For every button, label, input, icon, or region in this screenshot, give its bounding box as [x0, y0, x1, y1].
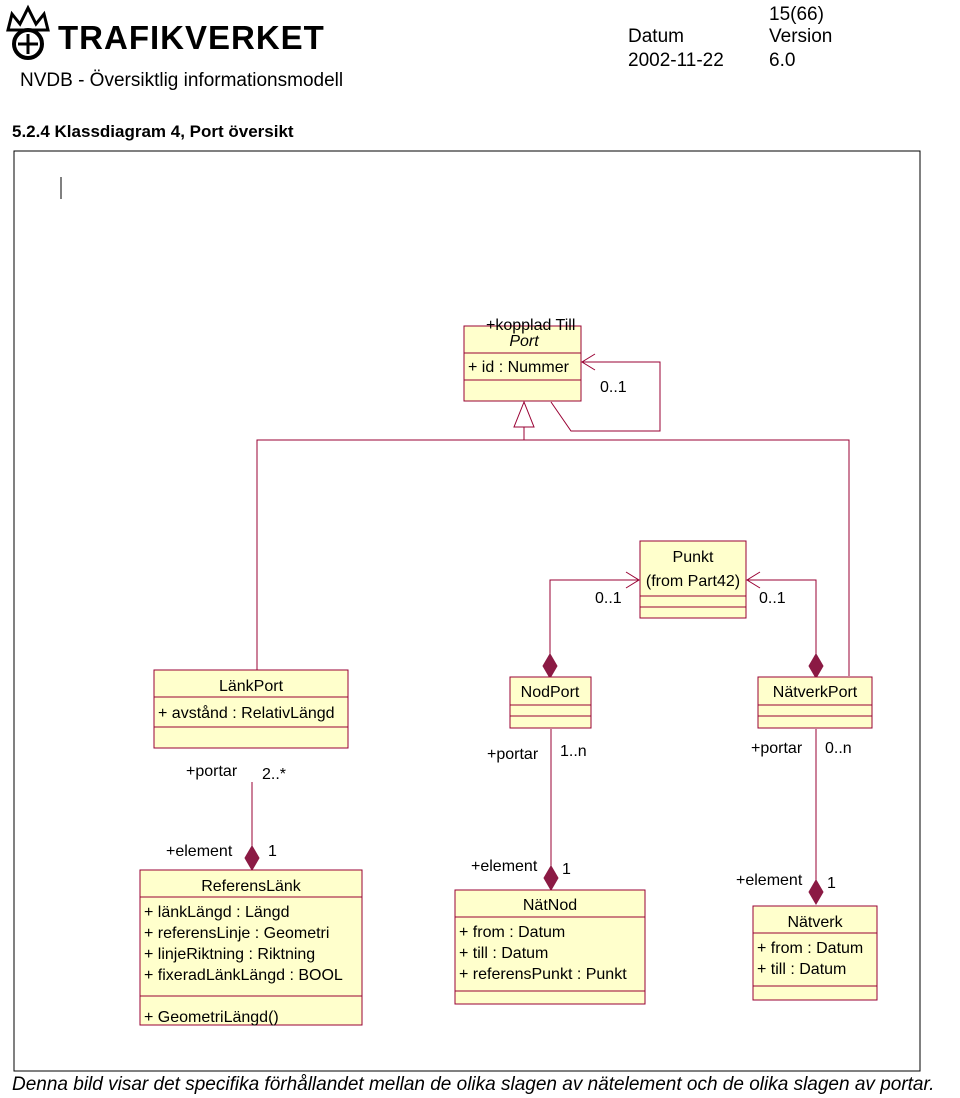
- natverk-multiplicity: 1: [827, 875, 836, 892]
- port-class-name: Port: [509, 333, 539, 350]
- nodport-role: +portar: [487, 746, 539, 763]
- class-lankport: [153, 669, 349, 749]
- class-port: [463, 325, 582, 402]
- lankport-multiplicity: 2..*: [262, 766, 286, 783]
- figure-caption: Denna bild visar det specifika förhållan…: [12, 1074, 935, 1095]
- natverk-diamond-icon: [808, 879, 824, 905]
- generalization-arrow-icon: [513, 400, 535, 428]
- natverk-class-name: Nätverk: [787, 914, 843, 931]
- class-punkt: [639, 540, 747, 619]
- referenslank-attr-1: + länkLängd : Längd: [144, 904, 289, 921]
- natnod-multiplicity: 1: [562, 861, 571, 878]
- referenslank-attr-3: + linjeRiktning : Riktning: [144, 946, 315, 963]
- class-natverkport: [757, 676, 873, 729]
- referenslank-attr-2: + referensLinje : Geometri: [144, 925, 329, 942]
- referenslank-operation: + GeometriLängd(): [144, 1009, 279, 1026]
- referenslank-diamond-icon: [244, 845, 260, 871]
- self-association-line: [550, 361, 661, 432]
- punkt-class-name: Punkt: [673, 549, 714, 566]
- section-heading: 5.2.4 Klassdiagram 4, Port översikt: [12, 122, 294, 141]
- datum-label: Datum: [628, 26, 684, 47]
- punkt-left-multiplicity: 0..1: [595, 590, 622, 607]
- natnod-role: +element: [471, 858, 538, 875]
- punkt-right-multiplicity: 0..1: [759, 590, 786, 607]
- natverkport-multiplicity: 0..n: [825, 740, 852, 757]
- natnod-attr-3: + referensPunkt : Punkt: [459, 966, 627, 983]
- natverk-role: +element: [736, 872, 803, 889]
- natnod-diamond-icon: [543, 865, 559, 891]
- class-referenslank: [139, 869, 363, 1026]
- nodport-class-name: NodPort: [521, 684, 580, 701]
- lankport-role: +portar: [186, 763, 238, 780]
- referenslank-role: +element: [166, 843, 233, 860]
- natnod-class-name: NätNod: [523, 897, 577, 914]
- referenslank-attr-4: + fixeradLänkLängd : BOOL: [144, 967, 343, 984]
- nodport-punkt-line: [549, 579, 639, 654]
- natverkport-role: +portar: [751, 740, 803, 757]
- version-value: 6.0: [769, 50, 796, 71]
- logo: [2, 2, 54, 62]
- class-natnod: [454, 889, 646, 1005]
- diagram-frame: [13, 150, 921, 1072]
- natnod-attr-1: + from : Datum: [459, 924, 565, 941]
- class-natverk: [752, 905, 878, 1001]
- nodport-diamond-icon: [542, 653, 558, 679]
- natverk-attr-1: + from : Datum: [757, 940, 863, 957]
- class-nodport: [509, 676, 592, 729]
- natnod-attr-2: + till : Datum: [459, 945, 548, 962]
- lankport-class-name: LänkPort: [219, 678, 284, 695]
- port-attr: + id : Nummer: [468, 359, 570, 376]
- version-label: Version: [769, 26, 833, 47]
- document-title: NVDB - Översiktlig informationsmodell: [20, 70, 344, 91]
- punkt-stereotype: (from Part42): [646, 573, 740, 590]
- port-self-multiplicity: 0..1: [600, 379, 627, 396]
- logo-text: TRAFIKVERKET: [58, 19, 325, 56]
- lankport-attr: + avstånd : RelativLängd: [158, 704, 335, 722]
- page-number: 15(66): [769, 4, 824, 25]
- crown-icon: [6, 4, 50, 60]
- port-role-label: +kopplad Till: [486, 317, 575, 334]
- connectors: [251, 353, 850, 880]
- natverkport-class-name: NätverkPort: [773, 684, 858, 701]
- referenslank-multiplicity: 1: [268, 843, 277, 860]
- generalization-line: [256, 439, 850, 676]
- natverkport-punkt-line: [747, 579, 817, 654]
- natverkport-diamond-icon: [808, 653, 824, 679]
- natverk-attr-2: + till : Datum: [757, 961, 846, 978]
- referenslank-class-name: ReferensLänk: [201, 878, 302, 895]
- datum-value: 2002-11-22: [628, 50, 724, 71]
- nodport-multiplicity: 1..n: [560, 743, 587, 760]
